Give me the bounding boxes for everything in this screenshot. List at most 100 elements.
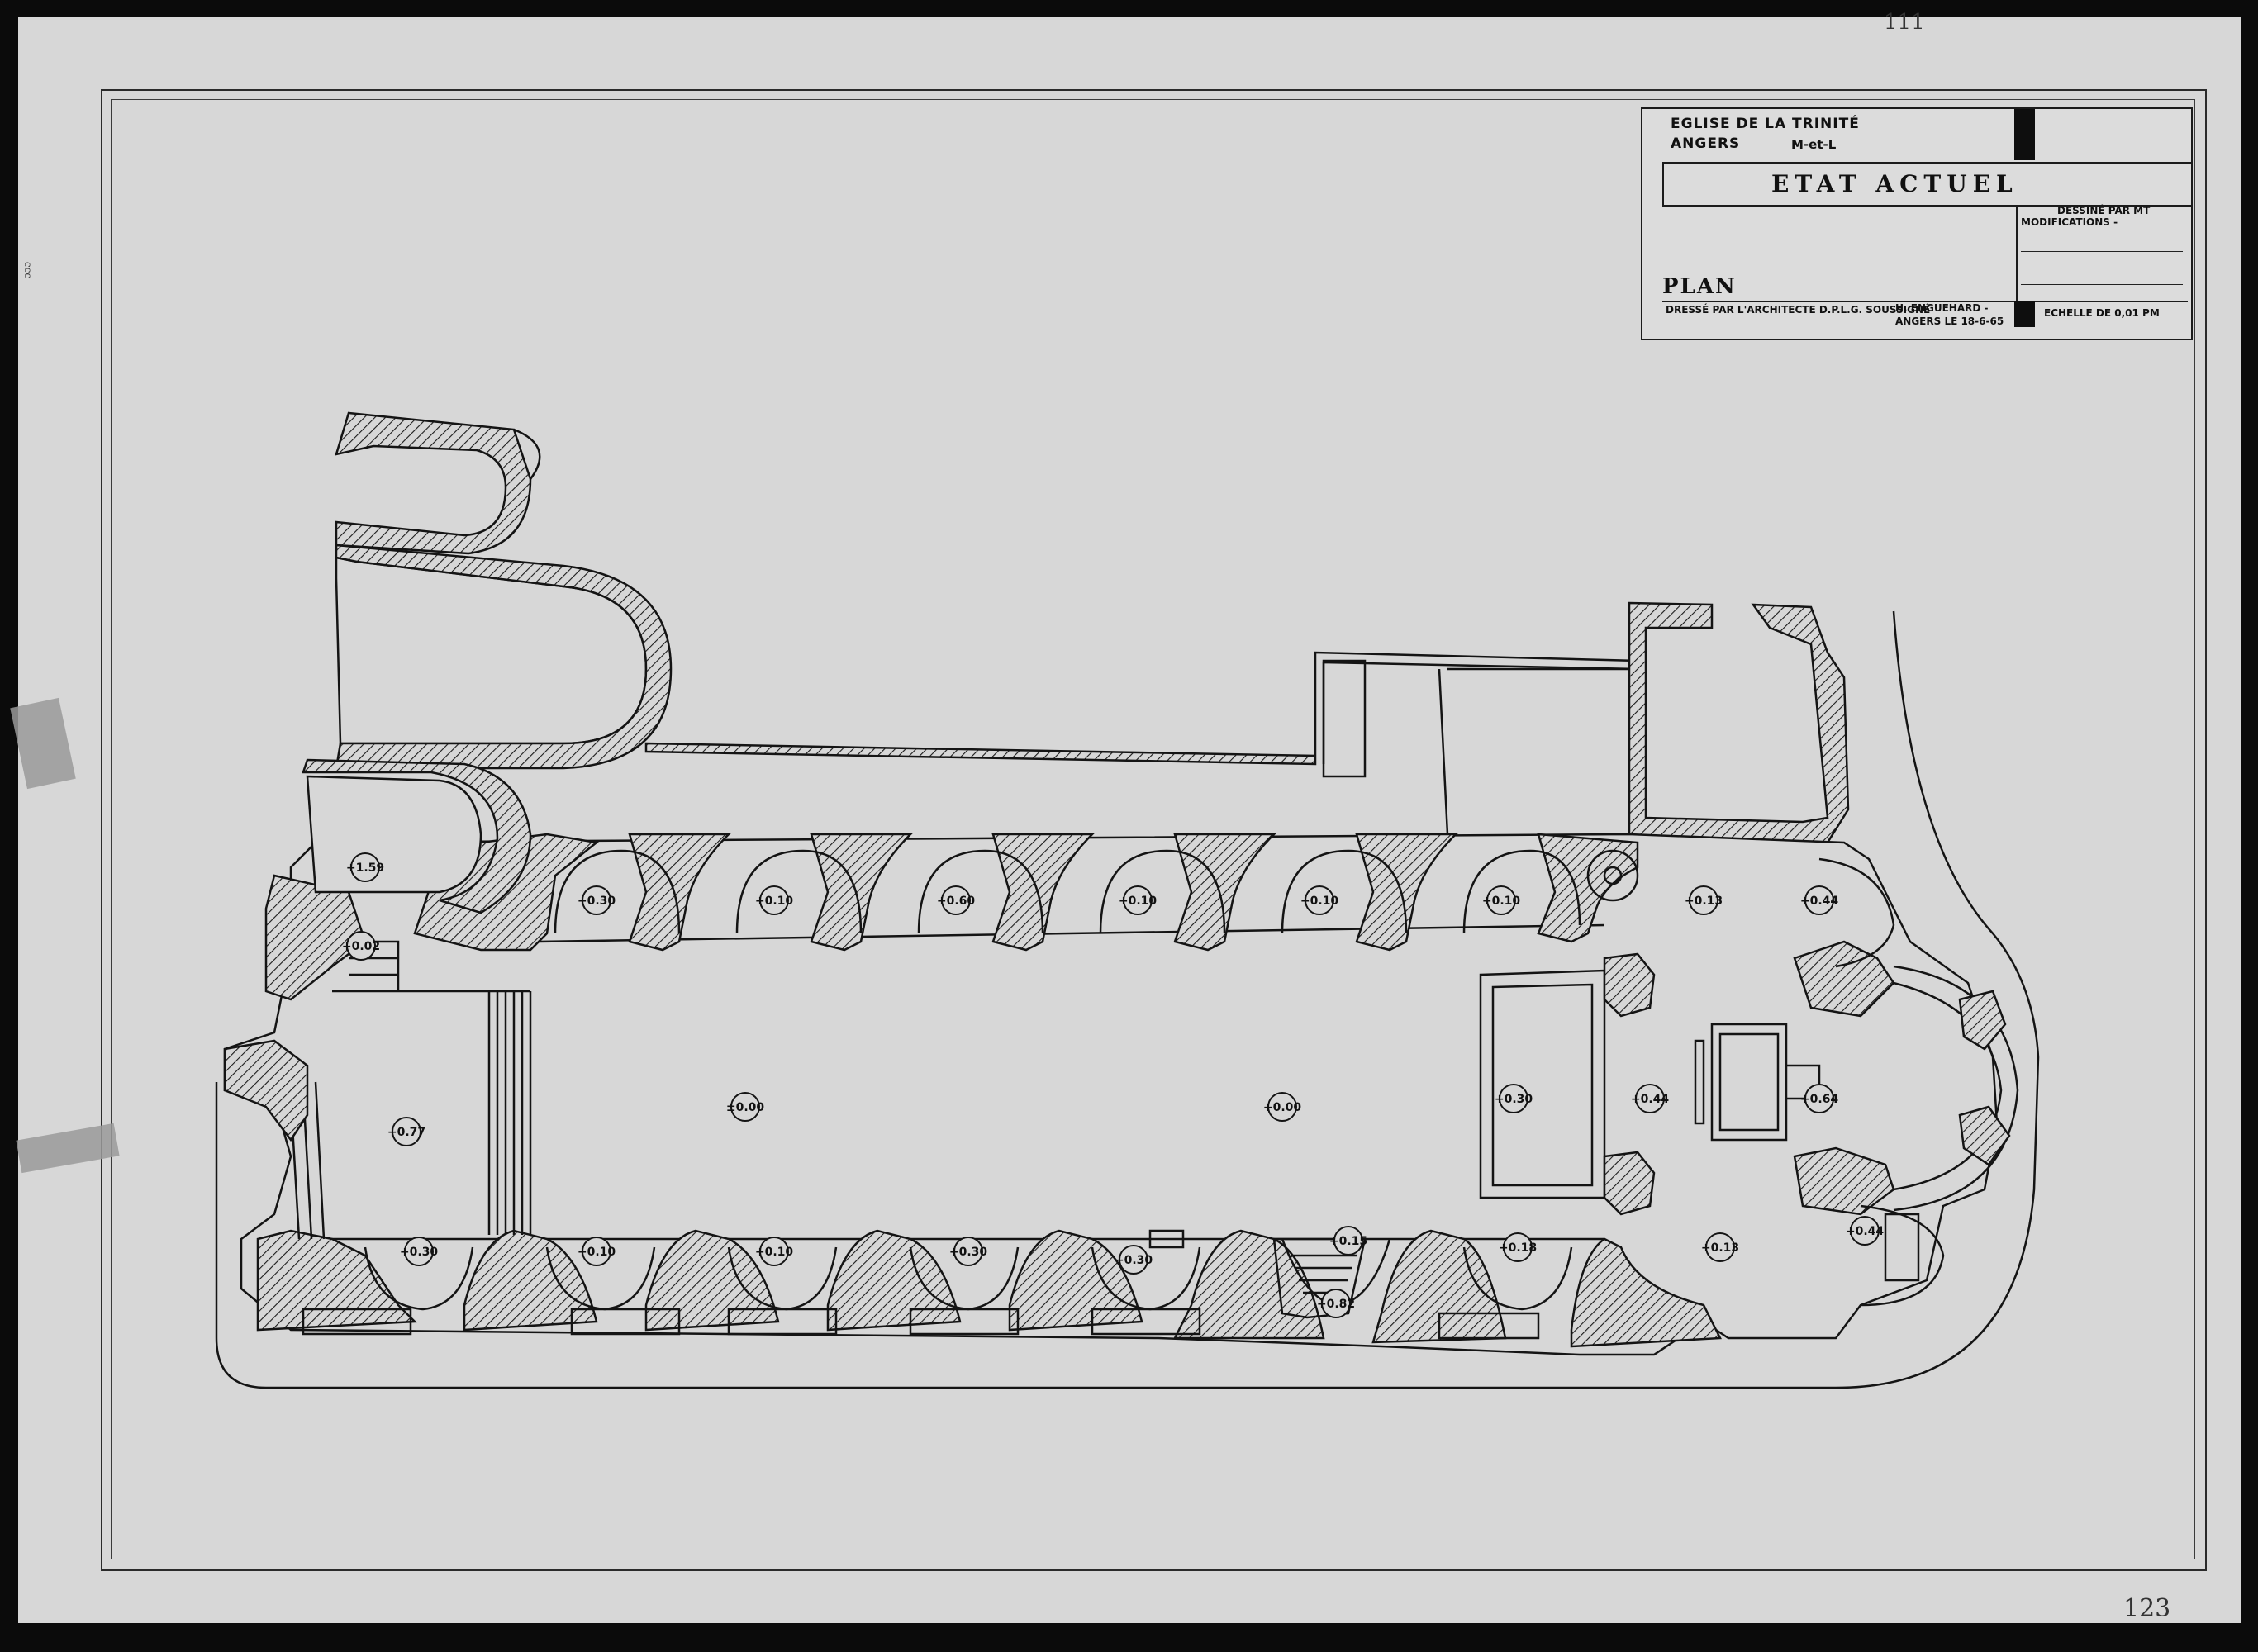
level-label: +0.30 — [949, 1246, 988, 1259]
level-marker: +0.13 — [1701, 1232, 1739, 1262]
mod-line — [2021, 284, 2183, 285]
level-marker: ±0.00 — [726, 1092, 765, 1122]
level-marker: +1.59 — [346, 852, 384, 882]
level-markers: +1.59 +0.02 +0.77 ±0.00 +0.00 +0.30 +0.4… — [342, 852, 1885, 1318]
level-label: +0.44 — [1800, 895, 1839, 908]
level-marker: +0.02 — [342, 931, 380, 961]
south-buttress-bases — [302, 1308, 1540, 1340]
apse-buttresses — [1958, 990, 2011, 1166]
level-label: +0.00 — [1263, 1101, 1302, 1114]
nw-chapel — [306, 775, 482, 894]
sacristy-curve — [513, 428, 541, 480]
title-block-divider — [1662, 301, 2188, 302]
spiral-stair-core — [1603, 866, 1623, 885]
mod-line — [2021, 251, 2183, 252]
level-label: ±0.00 — [726, 1101, 765, 1114]
level-label: +0.77 — [387, 1126, 425, 1139]
sacristy-wall — [335, 411, 532, 555]
level-label: +0.60 — [937, 895, 976, 908]
level-marker: +0.44 — [1846, 1216, 1885, 1246]
nw-chapel-walls — [302, 758, 532, 914]
scale-label: ECHELLE DE 0,01 PM — [2044, 307, 2160, 319]
level-marker: +0.30 — [578, 885, 616, 915]
level-label: +0.82 — [1317, 1298, 1355, 1311]
level-marker: +0.10 — [1119, 885, 1158, 915]
site-outline — [215, 610, 2040, 1389]
level-label: +0.10 — [1119, 895, 1158, 908]
level-marker: +0.10 — [578, 1237, 616, 1266]
title-block-black-bar — [2014, 109, 2035, 160]
level-marker: +0.44 — [1800, 885, 1839, 915]
level-label: +0.13 — [1685, 895, 1723, 908]
level-marker: +0.60 — [937, 885, 976, 915]
level-label: +0.10 — [755, 1246, 794, 1259]
architect-name: H. ENGUEHARD - — [1895, 302, 1989, 314]
level-marker: +0.10 — [1300, 885, 1339, 915]
modifications-label: MODIFICATIONS - — [2021, 216, 2118, 228]
west-tower-base — [264, 874, 367, 1001]
level-marker: +0.77 — [387, 1117, 425, 1146]
apse-inner — [1893, 981, 2003, 1191]
level-marker: +0.13 — [1685, 885, 1723, 915]
margin-mark-top: 111 — [1884, 10, 1925, 35]
drawing-sheet: EGLISE DE LA TRINITÉ ANGERS M-et-L ETAT … — [10, 10, 2241, 1623]
level-label: +0.10 — [1482, 895, 1521, 908]
level-label: +0.13 — [1701, 1241, 1739, 1255]
level-marker: +0.10 — [755, 1237, 794, 1266]
level-marker: +0.15 — [1329, 1226, 1367, 1256]
level-label: +0.30 — [400, 1246, 439, 1259]
level-label: +0.44 — [1631, 1093, 1670, 1106]
title-block: EGLISE DE LA TRINITÉ ANGERS M-et-L ETAT … — [1641, 107, 2193, 340]
level-marker: +0.10 — [1482, 885, 1521, 915]
title-box: ETAT ACTUEL — [1662, 162, 2193, 206]
level-marker: +0.30 — [1115, 1245, 1153, 1275]
modifications-box — [2016, 205, 2189, 306]
level-marker: +0.44 — [1631, 1084, 1670, 1113]
level-label: +0.30 — [578, 895, 616, 908]
level-label: +0.44 — [1846, 1225, 1885, 1238]
department-name: M-et-L — [1791, 137, 1837, 152]
title-block-black-bar — [2014, 301, 2035, 327]
level-label: +0.15 — [1329, 1235, 1367, 1248]
level-label: +0.64 — [1800, 1093, 1839, 1106]
north-room — [1438, 667, 1639, 835]
level-marker: +0.82 — [1317, 1289, 1355, 1318]
level-label: +1.59 — [346, 862, 384, 875]
level-label: +0.10 — [755, 895, 794, 908]
south-apsidiole-altar — [1884, 1213, 1920, 1282]
level-label: +0.30 — [1115, 1254, 1153, 1267]
north-tower — [1628, 601, 1850, 844]
city-name: ANGERS — [1671, 135, 1741, 152]
sheet-type: PLAN — [1662, 274, 1737, 299]
level-label: +0.30 — [1495, 1093, 1533, 1106]
level-marker: +0.00 — [1263, 1092, 1302, 1122]
pulpit — [1148, 1229, 1185, 1249]
altar — [1694, 1023, 1788, 1142]
level-marker: +0.10 — [755, 885, 794, 915]
outer-frame — [101, 89, 2207, 1571]
inner-frame — [111, 99, 2195, 1559]
north-corridor-wall — [644, 742, 1317, 766]
north-chapel-arches — [554, 849, 1581, 934]
south-porch-steps — [1291, 1254, 1357, 1294]
sheet-title: ETAT ACTUEL — [1771, 170, 2018, 197]
level-label: +0.18 — [1499, 1241, 1537, 1255]
nave-north-line — [538, 923, 1605, 943]
level-marker: +0.30 — [949, 1237, 988, 1266]
prepared-by: DRESSÉ PAR L'ARCHITECTE D.P.L.G. SOUSSIG… — [1666, 304, 1931, 316]
church-floor-plan: +1.59 +0.02 +0.77 ±0.00 +0.00 +0.30 +0.4… — [215, 411, 2040, 1389]
margin-mark-bottom: 123 — [2123, 1594, 2171, 1623]
church-name: EGLISE DE LA TRINITÉ — [1671, 116, 1860, 132]
level-label: +0.10 — [578, 1246, 616, 1259]
level-label: +0.10 — [1300, 895, 1339, 908]
altar-step — [1786, 1064, 1821, 1100]
west-porch-wall — [223, 1039, 309, 1142]
drawn-by: DESSINÉ PAR MT — [2057, 205, 2151, 216]
level-marker: +0.30 — [1495, 1084, 1533, 1113]
north-apsidiole — [1818, 857, 1895, 968]
level-label: +0.02 — [342, 940, 380, 953]
spiral-stair — [1586, 849, 1639, 902]
service-room — [1322, 659, 1367, 778]
place-date: ANGERS LE 18-6-65 — [1895, 316, 2004, 327]
level-marker: +0.18 — [1499, 1232, 1537, 1262]
